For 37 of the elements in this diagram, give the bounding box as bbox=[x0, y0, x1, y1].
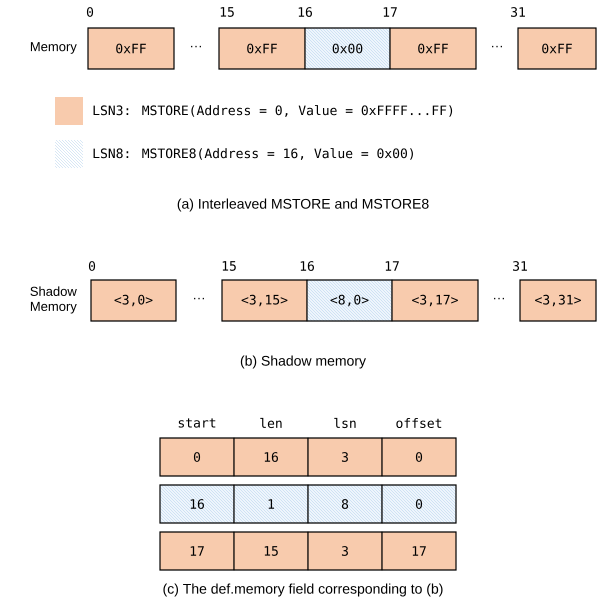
table-cell: 0 bbox=[159, 437, 235, 477]
table-cell: 15 bbox=[233, 531, 309, 571]
memory-cell: <3,15> bbox=[221, 279, 308, 322]
memory-cell: <3,31> bbox=[519, 279, 597, 322]
memory-cell: 0xFF bbox=[218, 27, 306, 70]
ellipsis: ··· bbox=[194, 298, 204, 300]
caption: (a) Interleaved MSTORE and MSTORE8 bbox=[178, 198, 429, 212]
index-number: 17 bbox=[386, 261, 399, 271]
memory-cell: 0xFF bbox=[389, 27, 477, 70]
index-number: 31 bbox=[511, 7, 525, 17]
column-header: offset bbox=[396, 418, 442, 428]
memory-cell: 0xFF bbox=[87, 27, 175, 70]
index-number: 0 bbox=[88, 261, 96, 271]
row-label: Shadow Memory bbox=[30, 286, 77, 314]
column-header: len bbox=[260, 418, 282, 428]
index-number: 16 bbox=[298, 7, 312, 17]
index-number: 16 bbox=[300, 261, 314, 271]
ellipsis: ··· bbox=[191, 46, 201, 48]
table-cell: 3 bbox=[307, 531, 383, 571]
table-cell: 17 bbox=[159, 531, 235, 571]
legend-text: LSN3: MSTORE(Address = 0, Value = 0xFFFF...FF) bbox=[94, 105, 452, 117]
column-header: start bbox=[178, 418, 216, 428]
index-number: 17 bbox=[384, 7, 397, 17]
legend-text: LSN8: MSTORE8(Address = 16, Value = 0x00) bbox=[94, 148, 413, 160]
column-header: lsn bbox=[334, 418, 356, 428]
ellipsis: ··· bbox=[492, 46, 502, 48]
table-cell: 0 bbox=[381, 437, 457, 477]
index-number: 31 bbox=[513, 261, 527, 271]
table-cell: 3 bbox=[307, 437, 383, 477]
memory-cell: 0xFF bbox=[517, 27, 597, 70]
memory-cell: <3,0> bbox=[90, 279, 177, 322]
ellipsis: ··· bbox=[494, 298, 504, 300]
memory-cell: <3,17> bbox=[391, 279, 479, 322]
table-cell: 17 bbox=[381, 531, 457, 571]
table-cell: 16 bbox=[233, 437, 309, 477]
caption: (c) The def.memory field corresponding to (b) bbox=[163, 583, 443, 597]
caption: (b) Shadow memory bbox=[240, 355, 366, 369]
